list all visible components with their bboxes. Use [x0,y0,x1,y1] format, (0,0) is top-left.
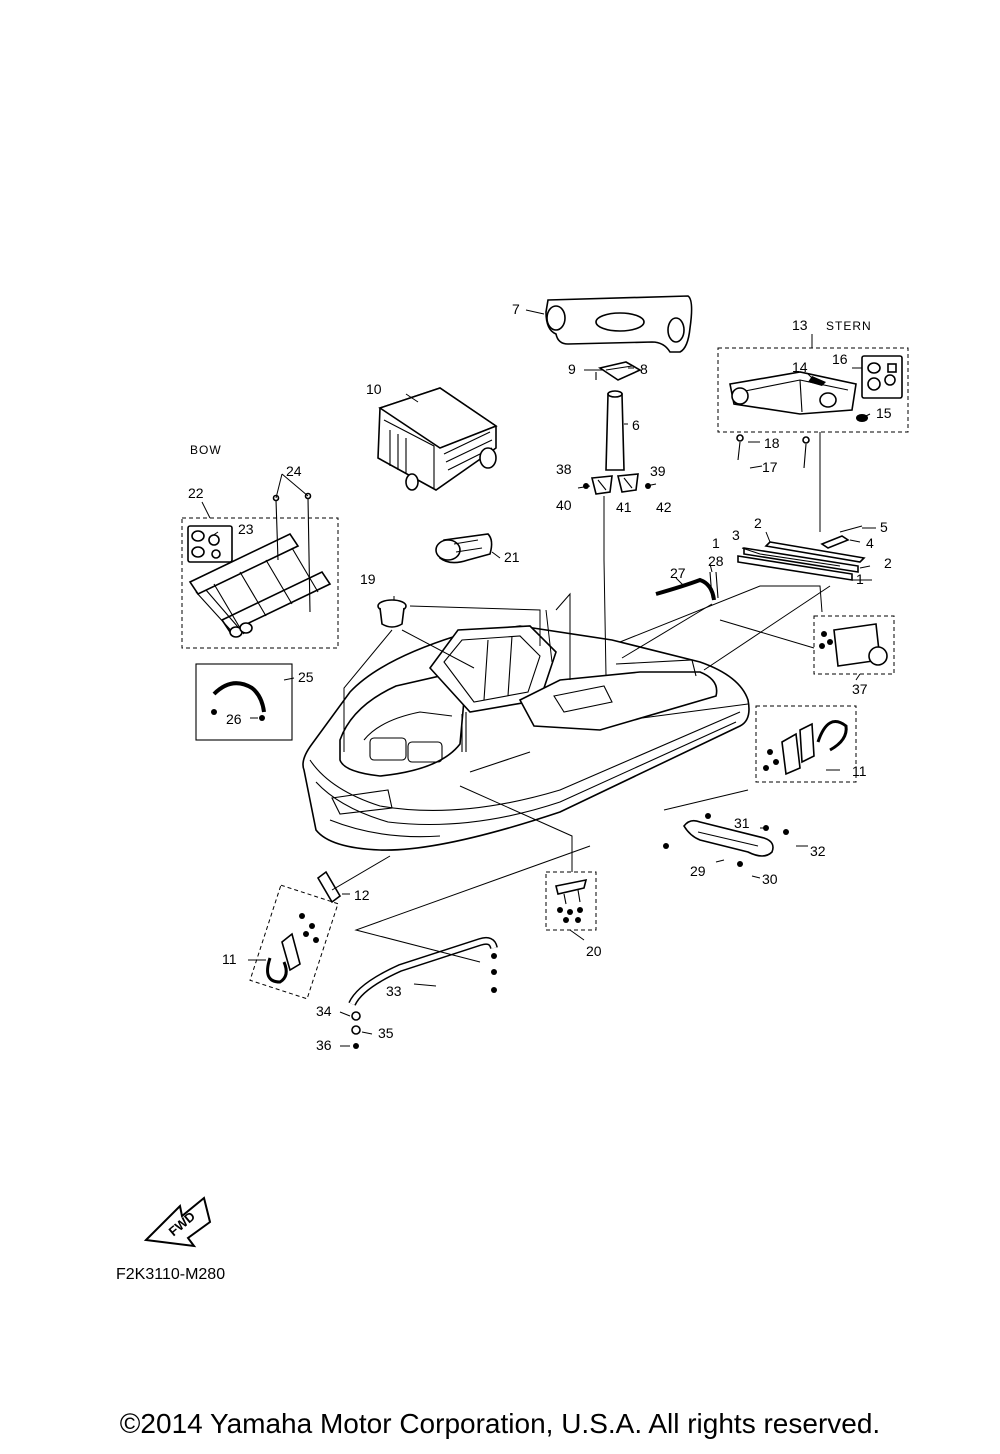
copyright-notice: ©2014 Yamaha Motor Corporation, U.S.A. A… [119,1408,881,1439]
callout-23: 23 [238,521,254,537]
callout-9: 9 [568,361,576,377]
callout-2: 2 [884,555,892,571]
callout-7: 7 [512,301,520,317]
seat-base-part [595,361,642,381]
callout-24: 24 [286,463,302,479]
bow-label: BOW [190,443,222,457]
bow-ladder-group-box [181,517,339,649]
seat-post-part [605,390,625,471]
boat-hull-part [302,625,750,851]
seat-cushion-part [545,295,693,353]
callout-6: 6 [632,417,640,433]
callout-29: 29 [690,863,706,879]
callout-38: 38 [556,461,572,477]
callout-37: 37 [852,681,868,697]
callout-17: 17 [762,459,778,475]
cleat-group-box [545,871,597,931]
stern-bracket-part [729,371,857,415]
drain-plate-group-box [813,615,895,675]
callout-18: 18 [764,435,780,451]
drain-plate-part [819,623,888,667]
stern-bolts-part [736,434,810,469]
callout-11: 11 [222,951,237,967]
callout-numbers: 1 1 2 2 3 4 5 6 7 8 9 10 11 11 12 13 14 … [188,301,892,1053]
drawing-code: F2K3110-M280 [116,1266,226,1283]
tow-eye-left-group-box [249,884,339,1000]
hose-group-box [195,663,293,741]
bow-bracket-part [316,870,342,904]
cup-holder-part [377,599,407,628]
callout-11: 11 [852,763,867,779]
leader-lines [201,309,876,1047]
callout-28: 28 [708,553,724,569]
tow-eye-right-part [763,720,848,776]
callout-41: 41 [616,499,632,515]
callout-35: 35 [378,1025,394,1041]
callout-42: 42 [656,499,672,515]
callout-20: 20 [586,943,602,959]
callout-33: 33 [386,983,402,999]
callout-25: 25 [298,669,314,685]
callout-27: 27 [670,565,686,581]
callout-40: 40 [556,497,572,513]
callout-22: 22 [188,485,204,501]
callout-39: 39 [650,463,666,479]
grab-handle-part [663,813,789,867]
callout-30: 30 [762,871,778,887]
boarding-ladder-part [188,492,332,638]
callout-19: 19 [360,571,376,587]
stern-label: STERN [826,319,872,333]
callout-8: 8 [640,361,648,377]
callout-26: 26 [226,711,242,727]
callout-10: 10 [366,381,382,397]
rear-hose-part [655,571,719,601]
callout-21: 21 [504,549,520,565]
callout-31: 31 [734,815,750,831]
callout-5: 5 [880,519,888,535]
stern-bumpers-part [861,355,903,399]
callout-3: 3 [732,527,740,543]
callout-12: 12 [354,887,370,903]
callout-4: 4 [866,535,874,551]
callout-14: 14 [792,359,808,375]
stern-group-box [717,347,909,433]
callout-1: 1 [856,571,864,587]
cleat-part [555,878,588,923]
callout-2: 2 [754,515,762,531]
hatch-cover-part [435,533,493,564]
callout-1: 1 [712,535,720,551]
fwd-arrow-icon: FWD [143,1196,212,1248]
tow-eye-right-group-box [755,705,857,783]
tow-eye-left-part [266,913,319,984]
callout-34: 34 [316,1003,332,1019]
callout-16: 16 [832,351,848,367]
hose-part [211,681,266,721]
bow-rail-part [348,936,498,1049]
callout-15: 15 [876,405,892,421]
cooler-part [377,387,498,491]
callout-36: 36 [316,1037,332,1053]
callout-13: 13 [792,317,808,333]
seat-bracket-parts [577,473,657,495]
rail-parts [737,525,866,581]
stern-cap-part [856,414,868,422]
callout-32: 32 [810,843,826,859]
ladder-bumpers-part [187,525,233,563]
